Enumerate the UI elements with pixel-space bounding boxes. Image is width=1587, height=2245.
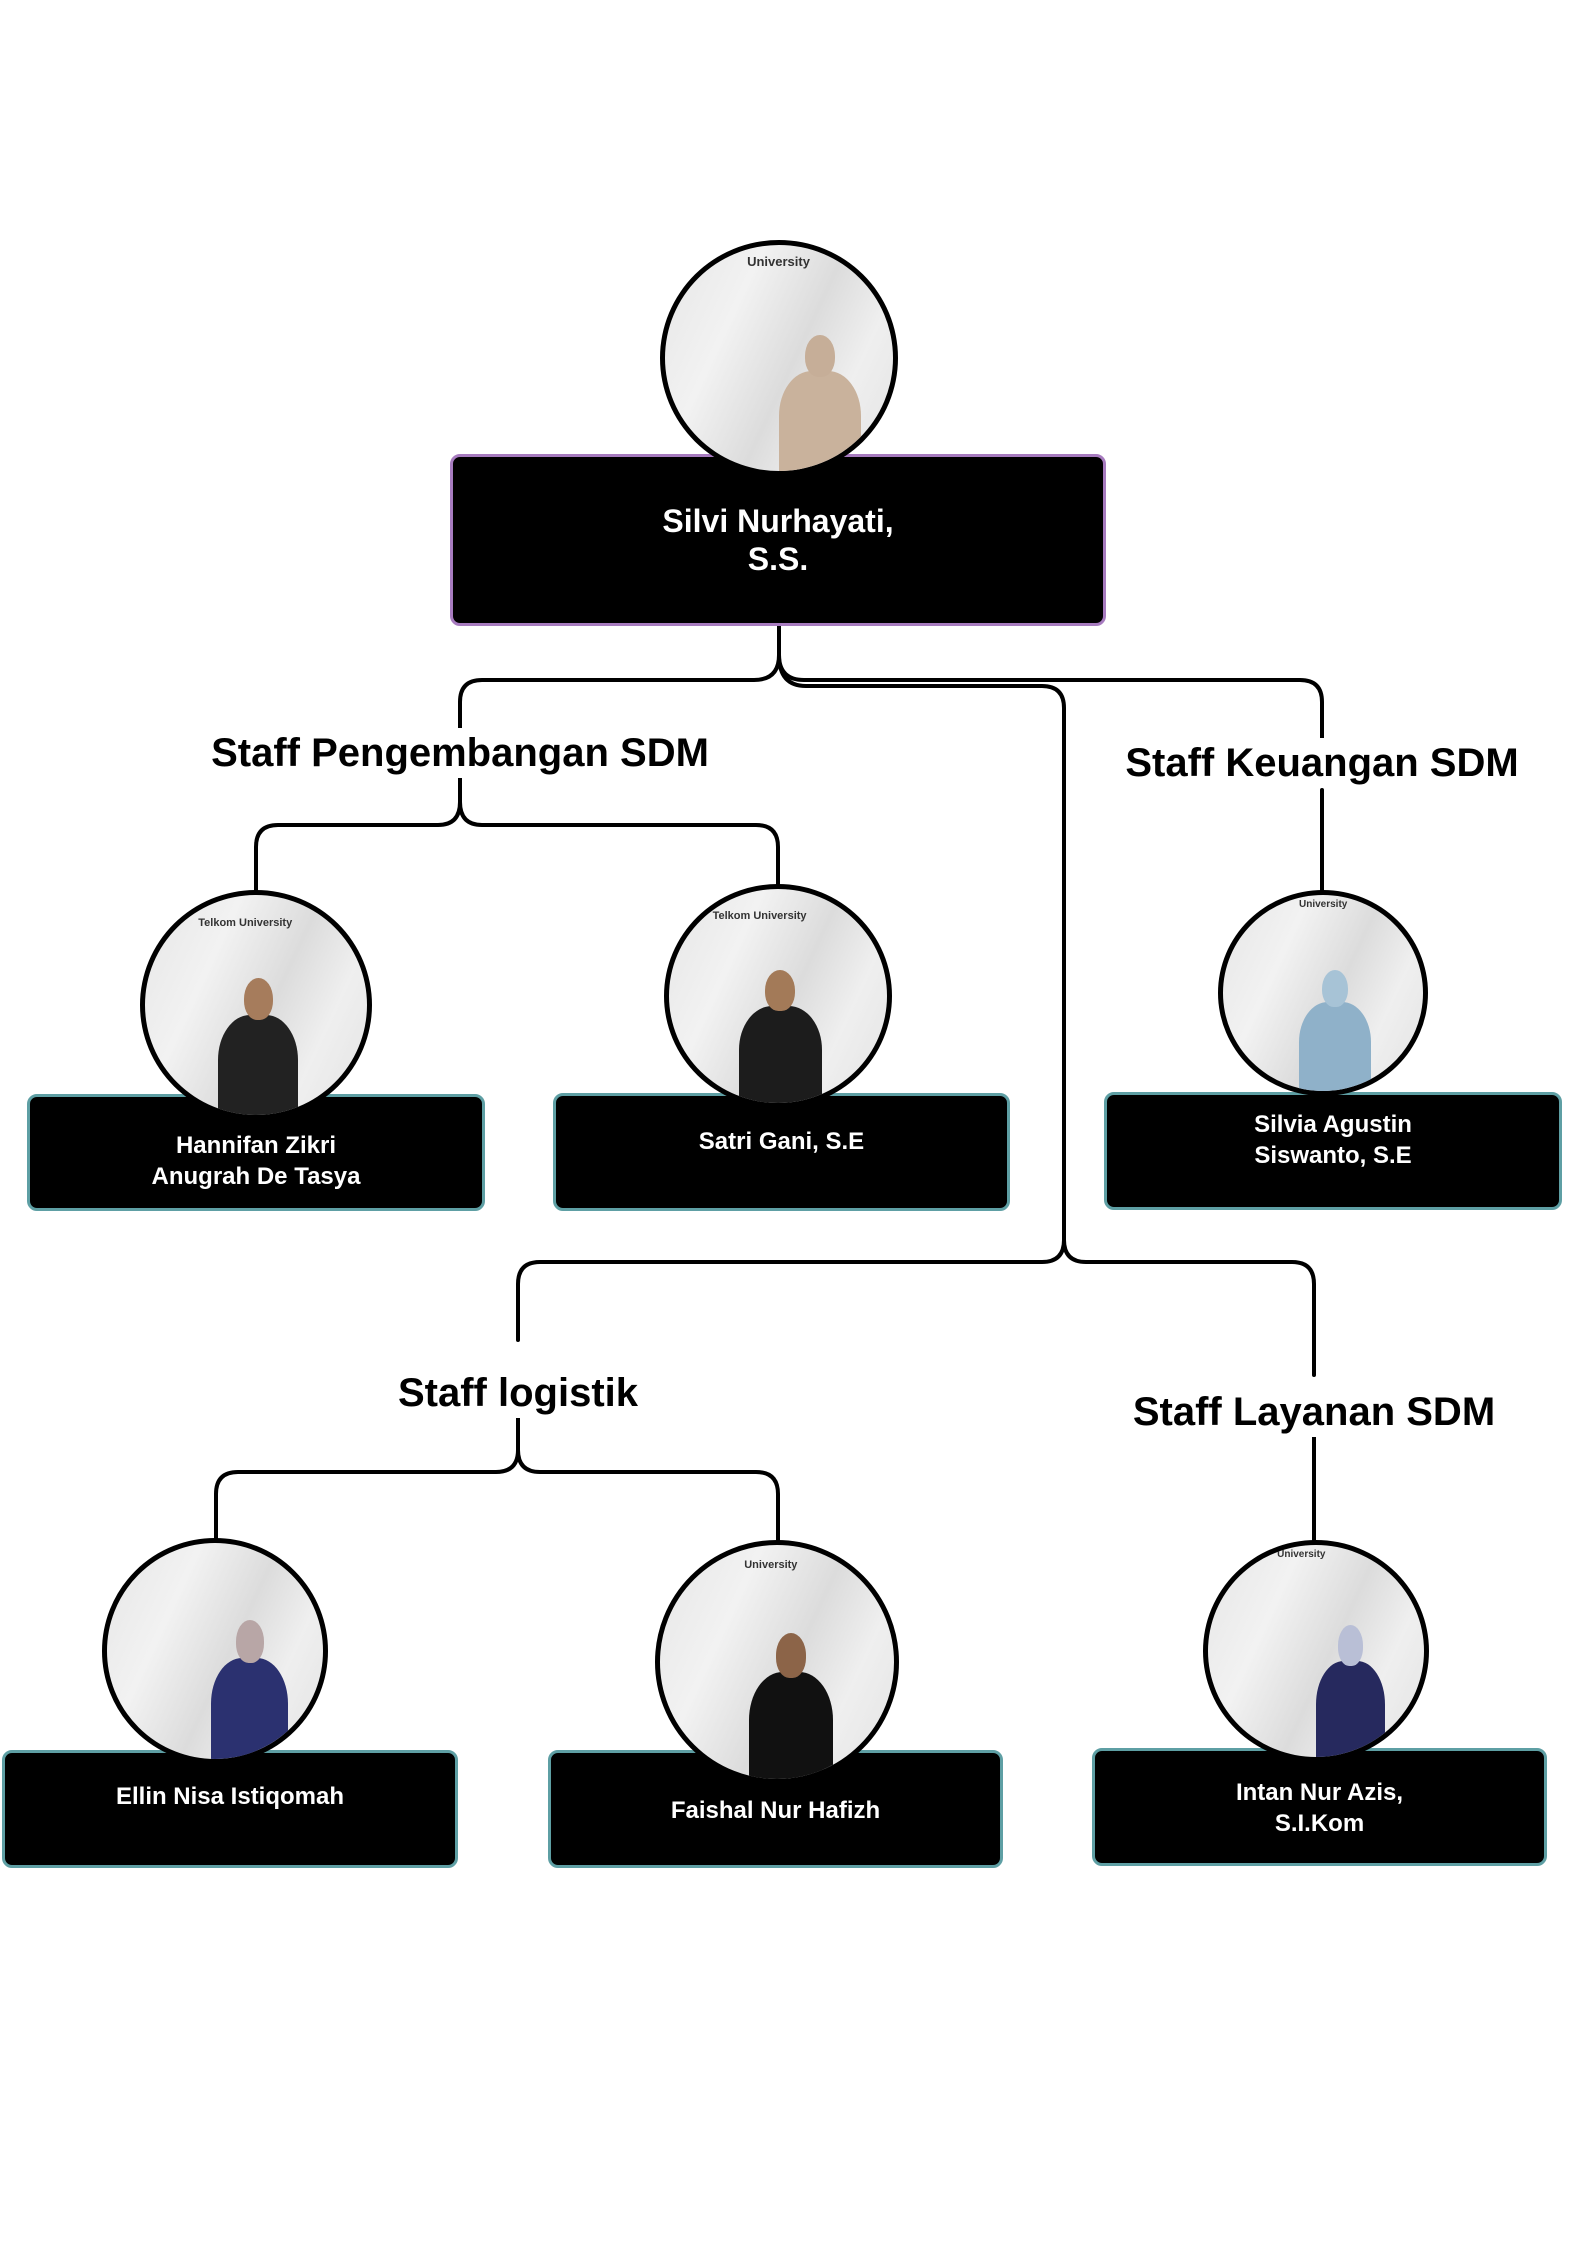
photo-sign-text: University xyxy=(747,254,810,270)
staff-photo-faishal: University xyxy=(655,1540,899,1784)
connector-head-to-pengembangan xyxy=(458,623,781,747)
person-figure xyxy=(779,334,862,471)
person-figure xyxy=(1299,969,1371,1091)
connector-head-to-trunk xyxy=(777,653,1066,1247)
photo-sign-text: Telkom University xyxy=(712,910,807,923)
connector-trunk-to-layanan xyxy=(1062,1238,1316,1377)
staff-name: Faishal Nur Hafizh xyxy=(670,1797,881,1824)
head-name: Silvi Nurhayati, S.S. xyxy=(662,503,894,577)
dept-title-keuangan: Staff Keuangan SDM xyxy=(1119,738,1525,788)
connector-pengembangan-to-hannifan xyxy=(254,773,462,895)
staff-name: Ellin Nisa Istiqomah xyxy=(115,1783,345,1810)
connector-logistik-to-faishal xyxy=(516,1448,780,1542)
person-figure xyxy=(218,978,299,1115)
staff-photo-ellin xyxy=(102,1538,328,1764)
staff-photo-satri: Telkom University xyxy=(664,884,892,1108)
dept-title-layanan: Staff Layanan SDM xyxy=(1126,1387,1502,1437)
staff-photo-intan: University xyxy=(1203,1540,1429,1762)
connector-head-to-keuangan xyxy=(777,653,1324,747)
photo-sign-text: Telkom University xyxy=(198,917,293,929)
staff-card-ellin: Ellin Nisa Istiqomah xyxy=(2,1750,458,1868)
staff-card-silvia: Silvia Agustin Siswanto, S.E xyxy=(1104,1092,1562,1210)
person-figure xyxy=(748,1633,834,1779)
dept-title-pengembangan: Staff Pengembangan SDM xyxy=(205,728,715,778)
connector-trunk-to-logistik xyxy=(516,1238,1066,1342)
person-figure xyxy=(738,970,822,1103)
staff-name: Satri Gani, S.E xyxy=(698,1128,865,1155)
staff-photo-silvia: University xyxy=(1218,890,1428,1096)
head-photo: University xyxy=(660,240,898,476)
photo-sign-text: University xyxy=(1277,1549,1326,1561)
staff-name: Intan Nur Azis, S.I.Kom xyxy=(1235,1779,1404,1837)
staff-name: Hannifan Zikri Anugrah De Tasya xyxy=(151,1132,361,1190)
photo-sign-text: University xyxy=(1299,898,1348,910)
person-figure xyxy=(210,1620,289,1759)
staff-card-intan: Intan Nur Azis, S.I.Kom xyxy=(1092,1748,1547,1866)
staff-photo-hannifan: Telkom University xyxy=(140,890,372,1120)
person-figure xyxy=(1316,1625,1386,1757)
photo-sign-text: University xyxy=(744,1559,798,1572)
staff-card-satri: Satri Gani, S.E xyxy=(553,1093,1010,1211)
staff-name: Silvia Agustin Siswanto, S.E xyxy=(1254,1111,1412,1169)
head-name-box: Silvi Nurhayati, S.S. xyxy=(450,454,1106,626)
dept-title-logistik: Staff logistik xyxy=(391,1368,645,1418)
connector-logistik-to-ellin xyxy=(214,1416,520,1542)
connector-pengembangan-to-satri xyxy=(458,800,780,887)
